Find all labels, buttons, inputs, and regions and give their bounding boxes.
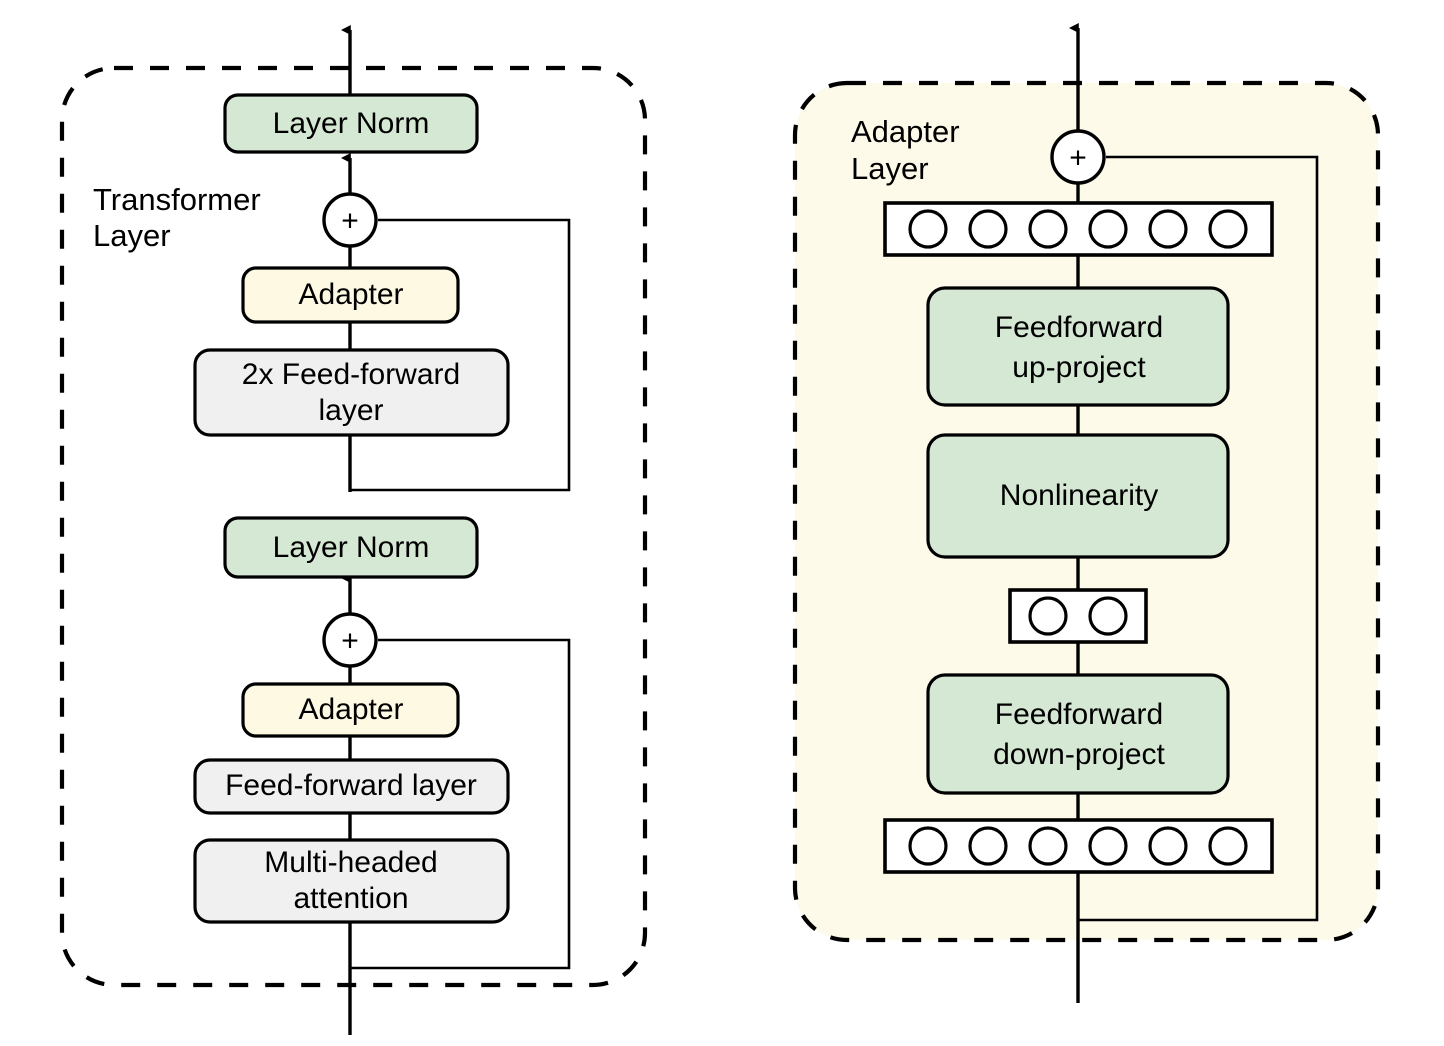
feed-forward-layer-box[interactable] bbox=[193, 758, 510, 815]
adapter-top-box[interactable] bbox=[241, 266, 460, 324]
node-multi-headed-attention[interactable]: Multi-headed attention bbox=[193, 838, 510, 924]
neuron-dot bbox=[908, 209, 948, 249]
add-adapter-plus-icon: + bbox=[1069, 142, 1087, 175]
nonlinearity-label: Nonlinearity bbox=[1000, 479, 1158, 512]
neuron-dot bbox=[1028, 209, 1068, 249]
transformer-layer-label-line1: Transformer bbox=[93, 182, 261, 217]
neuron-dot bbox=[1208, 826, 1248, 866]
node-feed-forward-layer[interactable]: Feed-forward layer bbox=[193, 758, 510, 815]
node-add-bottom[interactable]: + bbox=[322, 612, 378, 668]
adapter-bottom-box[interactable] bbox=[241, 682, 460, 738]
layer-norm-mid-box[interactable] bbox=[223, 516, 479, 579]
add-top-plus-icon: + bbox=[341, 205, 359, 238]
node-adapter-top[interactable]: Adapter bbox=[241, 266, 460, 324]
adapter-layer-label-line1: Adapter bbox=[851, 114, 960, 149]
feed-forward-2x-label-line2: layer bbox=[318, 394, 383, 427]
node-neurons-input[interactable] bbox=[883, 818, 1274, 874]
neuron-dot bbox=[1088, 596, 1128, 636]
neuron-dot bbox=[1028, 596, 1068, 636]
node-neurons-bottleneck[interactable] bbox=[1008, 588, 1148, 644]
residual-connection-adapter bbox=[1078, 155, 1319, 922]
feed-forward-layer-label: Feed-forward layer bbox=[225, 769, 477, 802]
layer-norm-top-label: Layer Norm bbox=[273, 107, 430, 140]
neuron-dot bbox=[968, 209, 1008, 249]
feed-forward-2x-label-line1: 2x Feed-forward bbox=[242, 358, 460, 391]
neurons-input-container[interactable] bbox=[883, 818, 1274, 874]
add-bottom-plus-icon: + bbox=[341, 625, 359, 658]
transformer-layer-dashed-border bbox=[59, 65, 648, 988]
neuron-dot bbox=[1088, 826, 1128, 866]
residual-connection-bottom bbox=[350, 638, 571, 970]
nonlinearity-box[interactable] bbox=[926, 433, 1230, 559]
neuron-dot bbox=[1088, 209, 1128, 249]
node-feed-forward-2x[interactable]: 2x Feed-forward layer bbox=[193, 348, 510, 437]
adapter-layer-dashed-border bbox=[792, 80, 1381, 943]
neuron-dot bbox=[968, 826, 1008, 866]
node-layer-norm-top[interactable]: Layer Norm bbox=[223, 93, 479, 154]
add-bottom-circle[interactable] bbox=[322, 612, 378, 668]
node-add-top[interactable]: + bbox=[322, 192, 378, 248]
neuron-dot bbox=[1148, 209, 1188, 249]
multi-headed-attention-box[interactable] bbox=[193, 838, 510, 924]
node-add-adapter[interactable]: + bbox=[1050, 129, 1106, 185]
feedforward-up-project-label-line1: Feedforward bbox=[995, 311, 1163, 344]
feedforward-down-project-label-line1: Feedforward bbox=[995, 698, 1163, 731]
node-feedforward-down-project[interactable]: Feedforward down-project bbox=[926, 673, 1230, 795]
feedforward-down-project-box[interactable] bbox=[926, 673, 1230, 795]
adapter-layer-label-line2: Layer bbox=[851, 151, 929, 186]
add-adapter-circle[interactable] bbox=[1050, 129, 1106, 185]
node-adapter-bottom[interactable]: Adapter bbox=[241, 682, 460, 738]
neuron-dot bbox=[1028, 826, 1068, 866]
feedforward-up-project-label-line2: up-project bbox=[1012, 351, 1146, 384]
adapter-bottom-label: Adapter bbox=[298, 693, 403, 726]
adapter-top-label: Adapter bbox=[298, 278, 403, 311]
multi-headed-attention-label-line2: attention bbox=[293, 882, 408, 915]
node-nonlinearity[interactable]: Nonlinearity bbox=[926, 433, 1230, 559]
node-feedforward-up-project[interactable]: Feedforward up-project bbox=[926, 286, 1230, 407]
neuron-dot bbox=[1148, 826, 1188, 866]
node-layer-norm-mid[interactable]: Layer Norm bbox=[223, 516, 479, 579]
neurons-output-container[interactable] bbox=[883, 201, 1274, 257]
adapter-layer-panel: Adapter Layer + Feedf bbox=[792, 22, 1381, 1003]
add-top-circle[interactable] bbox=[322, 192, 378, 248]
neuron-dot bbox=[908, 826, 948, 866]
layer-norm-top-box[interactable] bbox=[223, 93, 479, 154]
transformer-layer-label-line2: Layer bbox=[93, 218, 171, 253]
feedforward-down-project-label-line2: down-project bbox=[993, 738, 1165, 771]
node-neurons-output[interactable] bbox=[883, 201, 1274, 257]
feed-forward-2x-box[interactable] bbox=[193, 348, 510, 437]
neuron-dot bbox=[1208, 209, 1248, 249]
layer-norm-mid-label: Layer Norm bbox=[273, 531, 430, 564]
residual-connection-top bbox=[350, 218, 571, 492]
feedforward-up-project-box[interactable] bbox=[926, 286, 1230, 407]
transformer-layer-panel: Transformer Layer Layer Norm + Adapt bbox=[59, 24, 648, 1035]
multi-headed-attention-label-line1: Multi-headed bbox=[264, 846, 437, 879]
